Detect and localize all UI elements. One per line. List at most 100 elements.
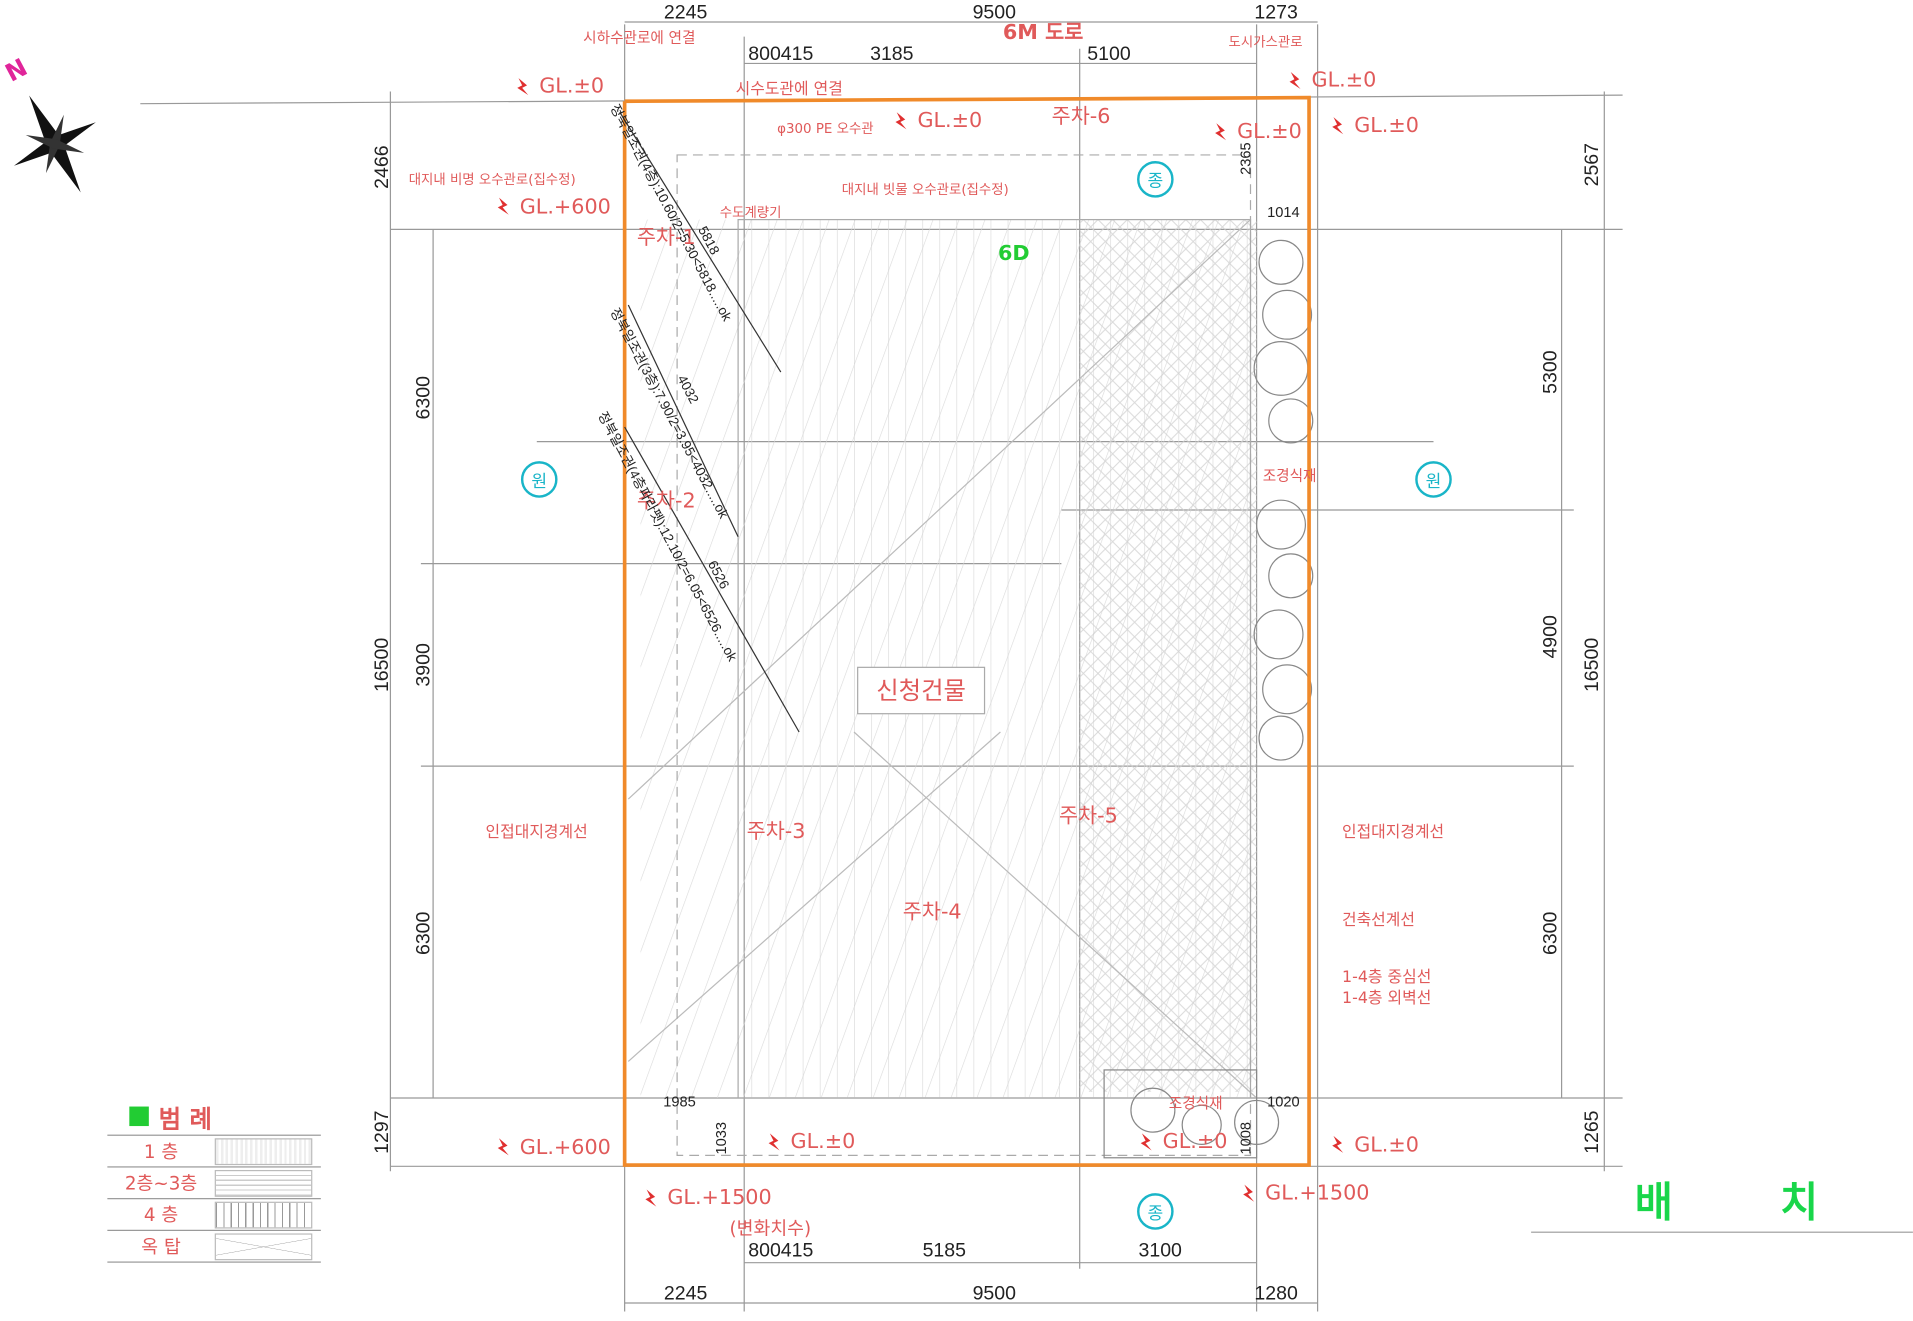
dim-bottom-c: 1280	[1254, 1282, 1298, 1304]
gl-markers: GL.±0 GL.±0 GL.±0 GL.±0 GL.±0 GL.+600 GL…	[520, 68, 1419, 1210]
drawing-title: 배 치 도	[1635, 1177, 1913, 1226]
dim-right-c: 1265	[1581, 1110, 1603, 1154]
building-footprint	[627, 154, 1258, 1159]
gl-marker-1: GL.±0	[539, 74, 604, 98]
section-markers: 원 원 종 종	[520, 161, 1452, 1230]
legend: 범 례 1 층 2층~3층 4 층 옥 탑	[107, 1098, 321, 1263]
landscape-trees	[1130, 239, 1314, 1145]
dim-top-a: 2245	[664, 1, 708, 23]
gl-marker-3: GL.±0	[1312, 68, 1377, 92]
north-arrow-icon	[13, 95, 96, 193]
parking-6: 주차-6	[1052, 104, 1111, 128]
dim-bottom-sub-c: 3100	[1139, 1240, 1183, 1262]
dim-small-tr: 1014	[1267, 205, 1300, 221]
gl-marker-symbols	[497, 71, 1344, 1207]
note-landscape-right: 조경식재	[1263, 468, 1317, 485]
dim-small-bl: 1985	[663, 1095, 696, 1111]
dim-top-sub-b: 3185	[870, 43, 914, 65]
legend-row: 옥 탑	[107, 1229, 321, 1263]
parking-4: 주차-4	[903, 900, 962, 924]
dim-right-b: 16500	[1581, 638, 1603, 692]
parking-6d: 6D	[998, 241, 1030, 265]
note-boundary-left: 인접대지경계선	[486, 822, 588, 841]
section-marker-bottom: 종	[1147, 1204, 1163, 1224]
dim-small-br: 1020	[1267, 1095, 1300, 1111]
gl-marker-4: GL.±0	[1237, 119, 1302, 143]
north-setback-lines	[619, 111, 800, 733]
dim-small-bl2: 1033	[714, 1122, 730, 1155]
legend-pattern	[214, 1232, 313, 1260]
gl-marker-8: GL.±0	[791, 1129, 856, 1153]
dim-left-c: 1297	[371, 1110, 393, 1153]
section-marker-right: 원	[1426, 472, 1442, 492]
legend-row: 4 층	[107, 1198, 321, 1230]
legend-label: 4 층	[143, 1204, 179, 1227]
dim-small-br2: 1008	[1239, 1122, 1255, 1155]
gl-marker-10: GL.±0	[1354, 1133, 1419, 1157]
legend-row: 2층~3층	[107, 1166, 321, 1198]
legend-title-text: 범 례	[158, 1103, 212, 1133]
dim-left-a: 2466	[371, 145, 393, 188]
dim-top-c: 1273	[1254, 1, 1297, 23]
gl-marker-2: GL.±0	[917, 108, 982, 132]
legend-row: 1 층	[107, 1134, 321, 1167]
note-sewer: 시하수관로에 연결	[583, 30, 695, 47]
note-variable: (변화치수)	[730, 1219, 812, 1240]
dim-small-tl: 2365	[1239, 142, 1255, 175]
dim-top-sub-c: 5100	[1087, 43, 1131, 65]
section-marker-left: 원	[531, 472, 547, 492]
building-label: 신청건물	[876, 676, 966, 705]
dim-right-sub-b: 4900	[1540, 615, 1562, 659]
note-center-line: 1-4층 중심선	[1342, 967, 1431, 986]
note-drain-left: 대지내 비명 오수관로(집수정)	[409, 172, 576, 188]
dim-bottom-sub-b: 5185	[923, 1240, 967, 1262]
gl-marker-9: GL.±0	[1163, 1129, 1228, 1153]
dim-top-b: 9500	[973, 1, 1017, 23]
dim-left-b: 16500	[371, 638, 393, 692]
parking-2: 주차-2	[637, 489, 696, 513]
note-gas: 도시가스관로	[1229, 34, 1303, 50]
gl-marker-12: GL.+1500	[1265, 1180, 1369, 1204]
note-pipe: φ300 PE 오수관	[777, 121, 874, 137]
dim-right-sub-c: 6300	[1540, 911, 1562, 955]
north-label: N	[0, 52, 32, 87]
note-landscape-bottom: 조경식재	[1169, 1095, 1223, 1112]
note-building-line: 건축선계선	[1342, 910, 1415, 929]
legend-pattern	[214, 1201, 313, 1228]
legend-title: 범 례	[107, 1098, 321, 1135]
gl-marker-6: GL.+600	[520, 195, 611, 219]
legend-swatch-icon	[129, 1106, 149, 1127]
dim-bottom-sub-a: 800415	[748, 1240, 813, 1262]
note-meter: 수도계량기	[720, 205, 782, 221]
annotation-notes: 시하수관로에 연결 시수도관에 연결 도시가스관로 대지내 비명 오수관로(집수…	[409, 30, 1444, 1240]
parking-3: 주차-3	[747, 819, 806, 843]
road-label: 6M 도로	[1003, 20, 1083, 44]
note-drain-center: 대지내 빗물 오수관로(집수정)	[842, 182, 1009, 198]
site-boundary	[622, 95, 1311, 1167]
dim-right-sub-a: 5300	[1540, 350, 1562, 394]
legend-pattern	[214, 1137, 313, 1165]
gl-marker-5: GL.±0	[1354, 113, 1419, 137]
dim-bottom-a: 2245	[664, 1282, 708, 1304]
dim-left-sub-c: 6300	[412, 911, 434, 955]
parking-5: 주차-5	[1059, 803, 1118, 827]
gl-marker-11: GL.+1500	[667, 1185, 771, 1209]
legend-label: 옥 탑	[141, 1235, 181, 1258]
parking-labels: 주차-1 주차-2 주차-3 주차-4 주차-5 주차-6 6D	[637, 104, 1118, 923]
dim-bottom-b: 9500	[973, 1282, 1017, 1304]
legend-label: 1 층	[143, 1140, 179, 1163]
dim-right-a: 2567	[1581, 143, 1603, 186]
gl-marker-7: GL.+600	[520, 1135, 611, 1159]
dim-left-sub-b: 3900	[412, 643, 434, 687]
dim-left-sub-a: 6300	[412, 376, 434, 420]
note-outer-wall: 1-4층 외벽선	[1342, 988, 1431, 1007]
section-marker-top: 종	[1147, 172, 1163, 192]
note-boundary-right: 인접대지경계선	[1342, 822, 1444, 841]
legend-pattern	[214, 1169, 313, 1197]
parking-1: 주차-1	[637, 225, 696, 249]
legend-label: 2층~3층	[124, 1172, 198, 1195]
note-water: 시수도관에 연결	[736, 79, 843, 98]
dim-top-sub-a: 800415	[748, 43, 813, 65]
